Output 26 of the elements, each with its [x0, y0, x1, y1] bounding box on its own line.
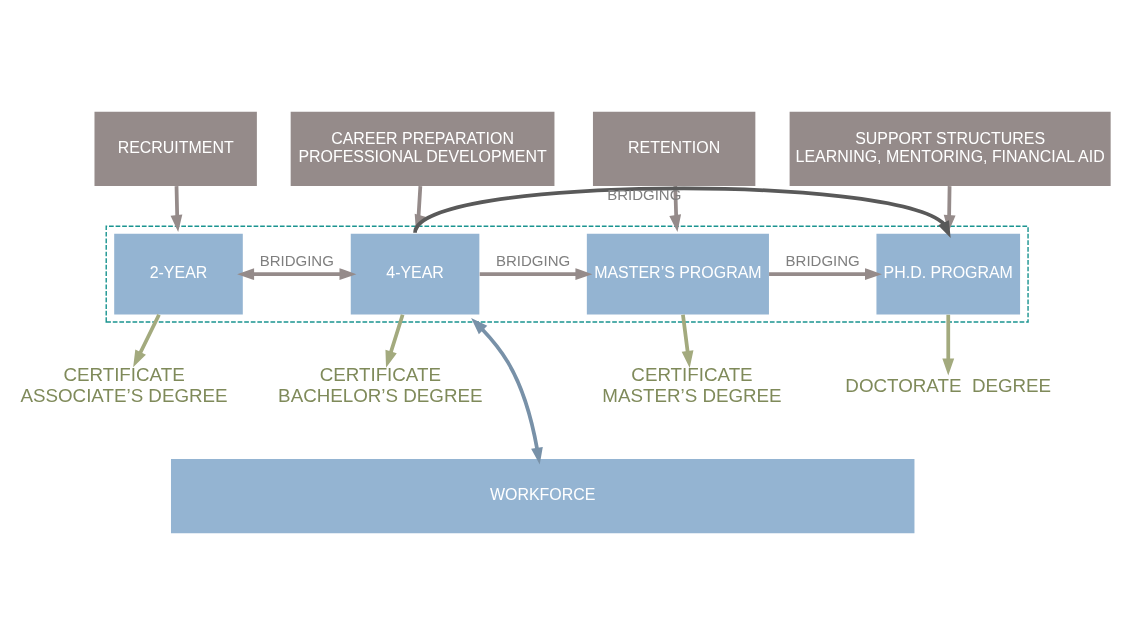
edge-label: BRIDGING [785, 251, 860, 269]
node-box: 2-YEAR [114, 233, 243, 314]
arrow [942, 314, 955, 375]
edge-label: BRIDGING [496, 251, 571, 269]
node-text: CERTIFICATE ASSOCIATE’S DEGREE [20, 363, 228, 406]
cluster [105, 225, 1029, 323]
arrow [237, 267, 357, 280]
node-box: PH.D. PROGRAM [876, 233, 1021, 314]
node-box: MASTER’S PROGRAM [586, 233, 769, 314]
arrow [479, 267, 593, 280]
arrow [133, 313, 161, 367]
node-box: SUPPORT STRUCTURES LEARNING, MENTORING, FINANCIAL AID [789, 111, 1111, 186]
arrow [769, 267, 882, 280]
arrow [681, 314, 694, 368]
arrow [385, 313, 405, 368]
arrow [471, 317, 543, 465]
edge-label: BRIDGING [259, 251, 334, 269]
node-box: 4-YEAR [350, 233, 480, 314]
arrow [170, 185, 183, 232]
node-box: WORKFORCE [171, 458, 915, 533]
node-box: RECRUITMENT [94, 111, 257, 186]
node-box: RETENTION [592, 111, 756, 186]
node-box: CAREER PREPARATION PROFESSIONAL DEVELOPMENT [290, 111, 555, 186]
node-text: CERTIFICATE MASTER’S DEGREE [602, 363, 782, 406]
node-text: CERTIFICATE BACHELOR’S DEGREE [278, 363, 483, 406]
node-text: DOCTORATE DEGREE [845, 374, 1052, 395]
